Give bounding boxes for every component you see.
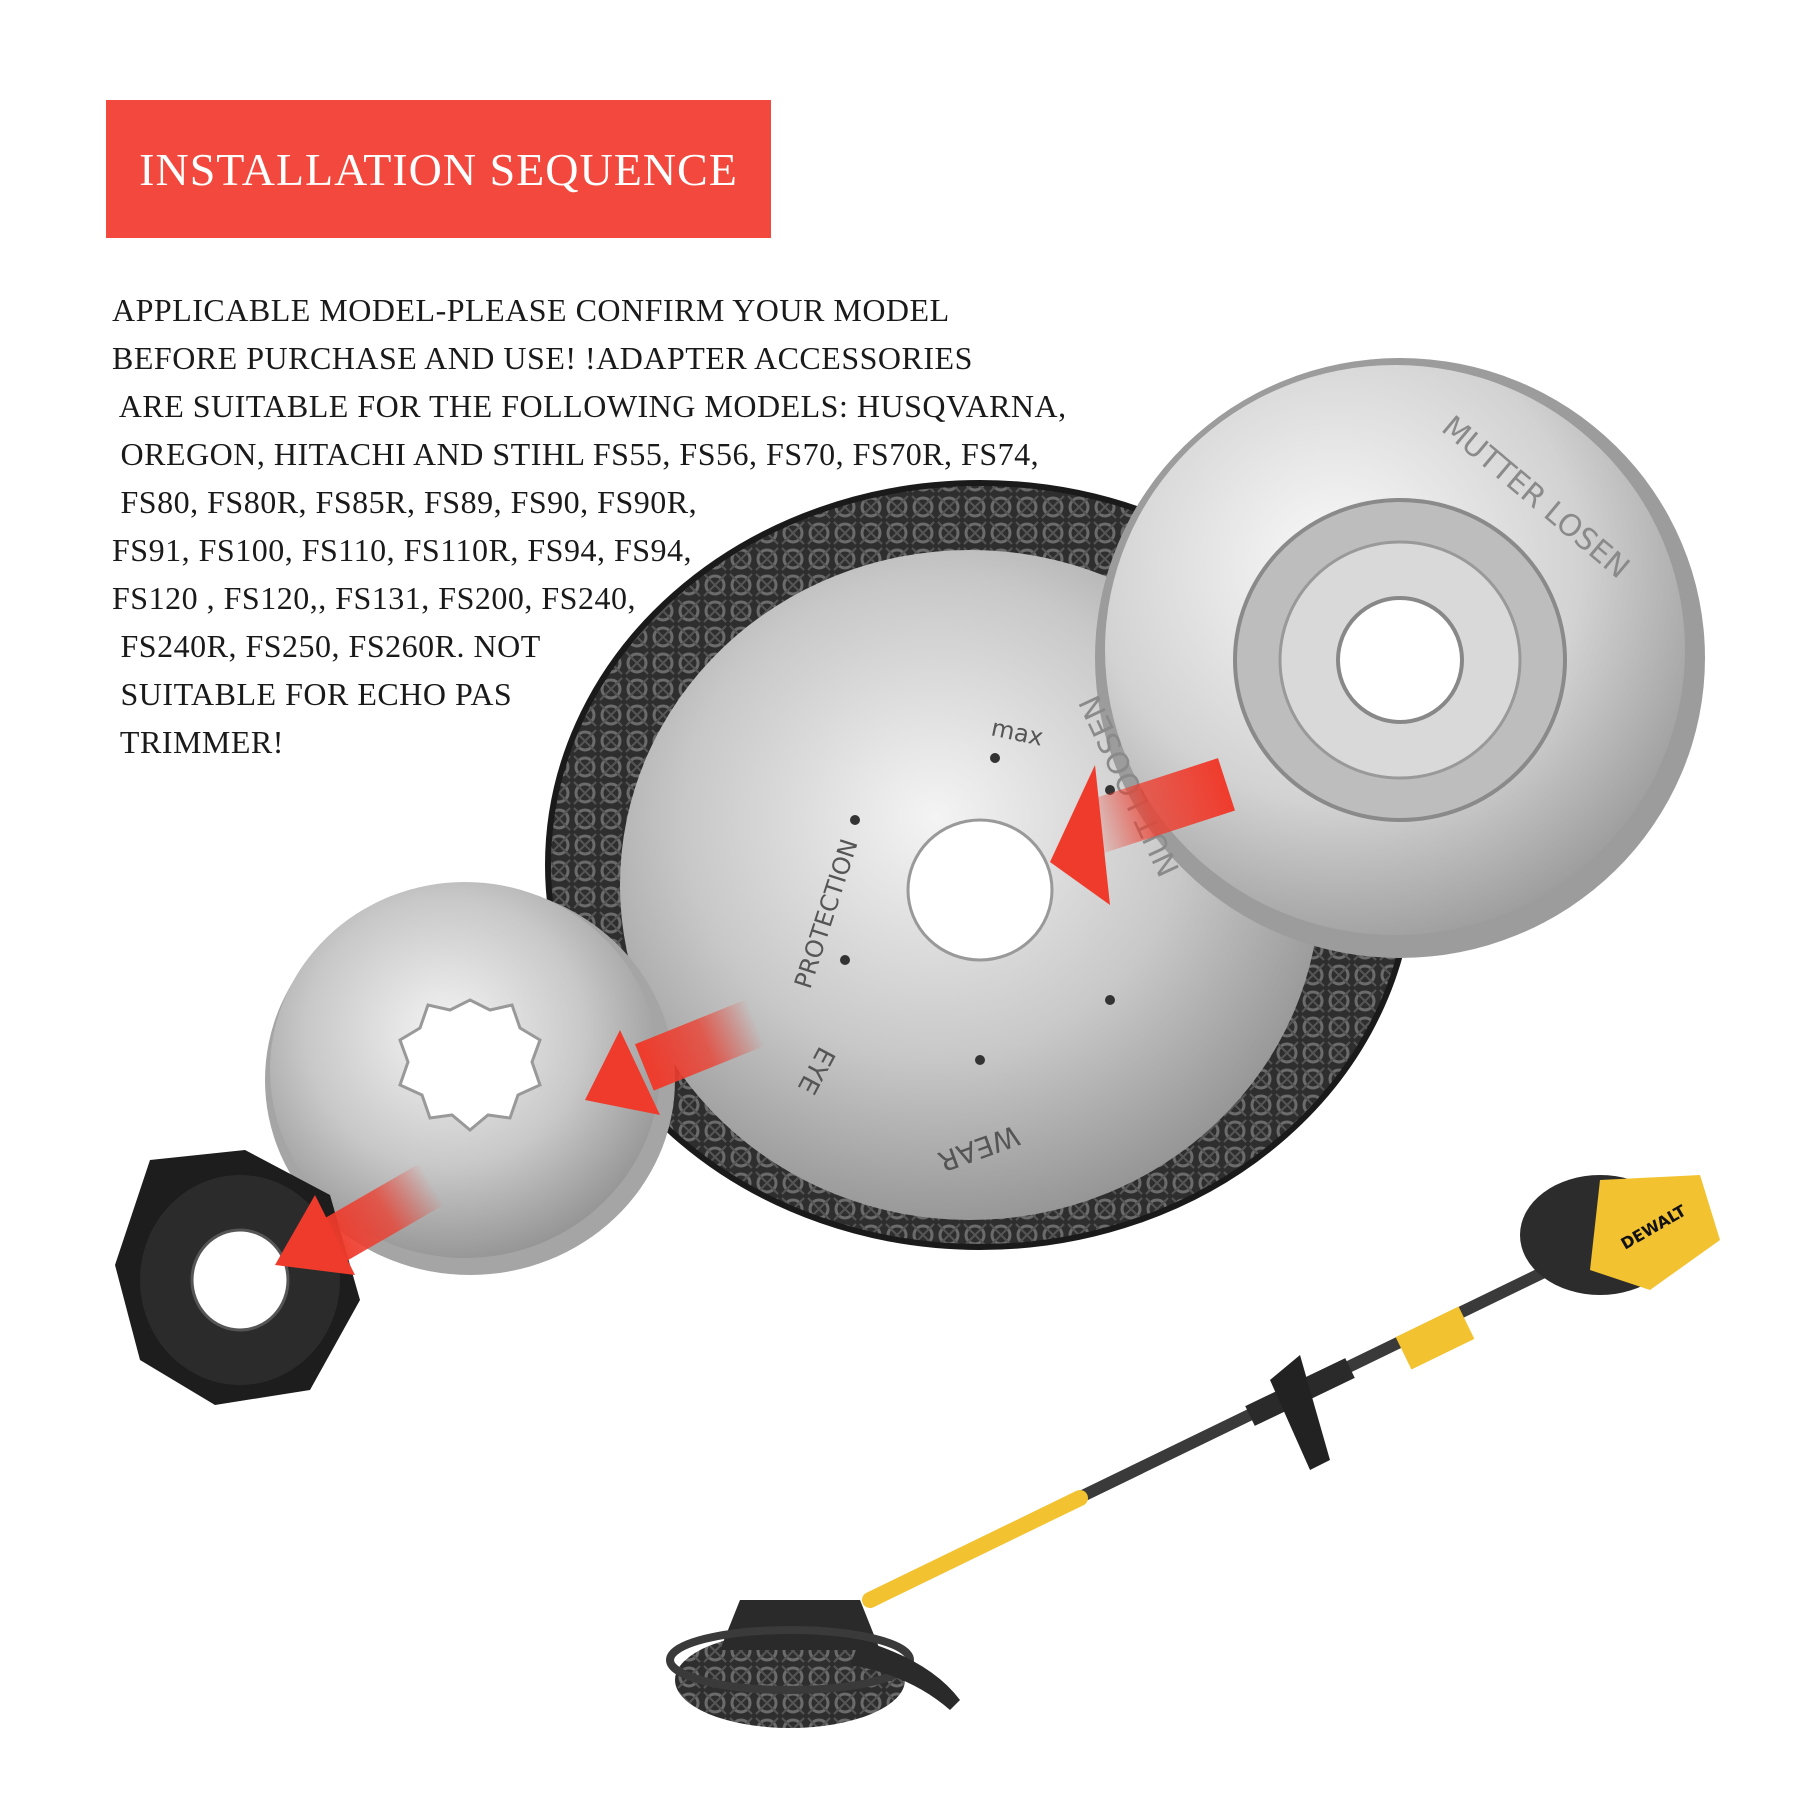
splined-washer bbox=[265, 882, 675, 1275]
arrow-icon bbox=[1050, 758, 1235, 905]
desc-line: TRIMMER! bbox=[112, 724, 284, 760]
desc-line: APPLICABLE MODEL-PLEASE CONFIRM YOUR MOD… bbox=[112, 292, 950, 328]
top-cup-washer: MUTTER LOSEN NUT LOOSEN bbox=[1073, 358, 1705, 958]
desc-line: SUITABLE FOR ECHO PAS bbox=[112, 676, 513, 712]
title-banner: INSTALLATION SEQUENCE bbox=[106, 100, 771, 238]
desc-line: OREGON, HITACHI AND STIHL FS55, FS56, FS… bbox=[112, 436, 1040, 472]
desc-line: FS80, FS80R, FS85R, FS89, FS90, FS90R, bbox=[112, 484, 698, 520]
desc-line: BEFORE PURCHASE AND USE! !ADAPTER ACCESS… bbox=[112, 340, 973, 376]
arrow-icon bbox=[275, 1163, 444, 1275]
page-title: INSTALLATION SEQUENCE bbox=[139, 143, 738, 195]
string-trimmer: DEWALT bbox=[666, 1175, 1720, 1728]
desc-line: ARE SUITABLE FOR THE FOLLOWING MODELS: H… bbox=[112, 388, 1067, 424]
hex-nut bbox=[115, 1150, 360, 1405]
desc-line: FS91, FS100, FS110, FS110R, FS94, FS94, bbox=[112, 532, 693, 568]
arrow-icon bbox=[585, 999, 765, 1115]
applicable-models-text: APPLICABLE MODEL-PLEASE CONFIRM YOUR MOD… bbox=[112, 286, 1232, 766]
desc-line: FS240R, FS250, FS260R. NOT bbox=[112, 628, 541, 664]
desc-line: FS120 , FS120,, FS131, FS200, FS240, bbox=[112, 580, 636, 616]
